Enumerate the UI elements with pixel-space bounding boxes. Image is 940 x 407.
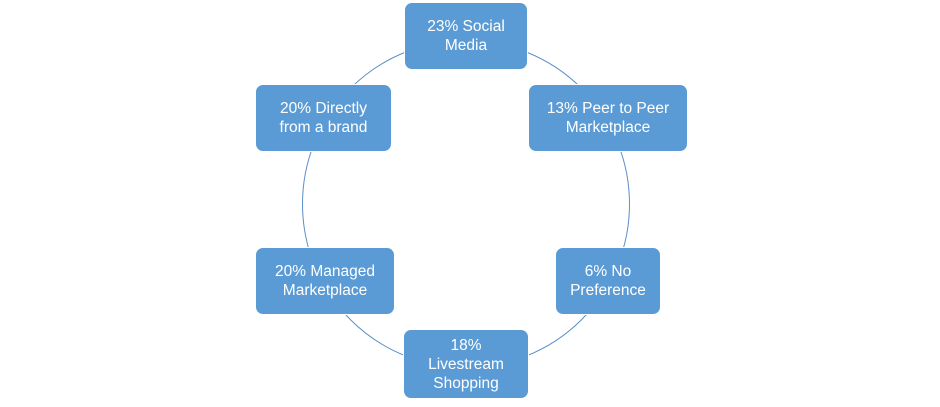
node-label: 23% Social Media xyxy=(427,18,505,54)
node-directly-from-a-brand: 20% Directly from a brand xyxy=(255,84,392,152)
node-label: 20% Managed Marketplace xyxy=(275,263,375,299)
node-managed-marketplace: 20% Managed Marketplace xyxy=(255,247,395,315)
node-label: 18% Livestream Shopping xyxy=(428,336,504,392)
node-social-media: 23% Social Media xyxy=(404,2,528,70)
node-label: 20% Directly from a brand xyxy=(279,100,368,136)
node-peer-to-peer-marketplace: 13% Peer to Peer Marketplace xyxy=(528,84,688,152)
node-no-preference: 6% No Preference xyxy=(555,247,661,315)
node-label: 13% Peer to Peer Marketplace xyxy=(546,100,670,136)
node-label: 6% No Preference xyxy=(570,263,646,299)
node-livestream-shopping: 18% Livestream Shopping xyxy=(403,329,529,399)
